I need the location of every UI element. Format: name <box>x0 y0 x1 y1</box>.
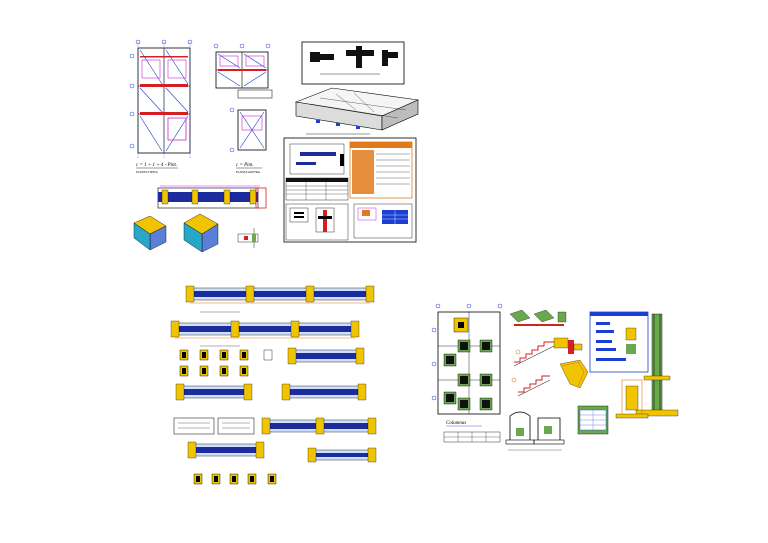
columns-title: Columnas <box>446 421 466 426</box>
beam-elevation-5 <box>281 383 367 401</box>
beam-sections-row-3 <box>193 473 277 485</box>
specification-sheet <box>283 137 417 243</box>
svg-text:PLANTA AZOTEA: PLANTA AZOTEA <box>236 170 260 174</box>
column-elevation <box>635 313 679 417</box>
beam-elevation-1 <box>185 285 375 304</box>
notes-box-2 <box>217 417 255 435</box>
floor-plan-b <box>213 43 273 99</box>
column-plan <box>431 303 503 415</box>
small-section-detail <box>237 228 259 248</box>
stair-landing-detail <box>568 340 583 354</box>
beam-sections-row-2 <box>179 365 249 377</box>
svg-text:c = Pint.: c = Pint. <box>236 163 254 168</box>
joint-detail-3d-left <box>133 215 167 251</box>
sheet-beam-elevations <box>170 285 377 485</box>
floor-plan-c: c = Pint. PLANTA AZOTEA <box>229 107 267 174</box>
beam-elevation-2 <box>170 320 360 339</box>
sheet-plans-and-details: c = 1 + 1 + 4 - Pint. PLANTA TIPICA c = … <box>129 39 420 253</box>
svg-text:c = 1 + 1 + 4 - Pint.: c = 1 + 1 + 4 - Pint. <box>136 163 177 168</box>
beam-elevation-6 <box>261 417 377 435</box>
column-schedule-table <box>443 431 501 443</box>
beam-elevation-7 <box>187 441 265 459</box>
connection-sections-box <box>301 41 405 85</box>
stair-section-1 <box>513 337 569 367</box>
stair-top-detail <box>509 309 567 326</box>
footing-detail <box>615 379 649 419</box>
foundation-section-2 <box>533 417 565 445</box>
joint-detail-3d-right <box>183 213 219 253</box>
rebar-table <box>577 405 609 435</box>
beam-elevation-8 <box>307 447 377 463</box>
svg-text:PLANTA TIPICA: PLANTA TIPICA <box>136 170 158 174</box>
beam-elevation-3 <box>287 347 365 365</box>
beam-detail-strip <box>157 185 267 209</box>
foundation-section-1 <box>505 411 535 445</box>
notes-box-1 <box>173 417 215 435</box>
sheet-columns-and-stairs: Columnas <box>431 303 679 451</box>
beam-elevation-4 <box>175 383 253 401</box>
floor-plan-a: c = 1 + 1 + 4 - Pint. PLANTA TIPICA <box>129 39 193 174</box>
stair-section-2 <box>511 359 589 397</box>
legend-box <box>589 311 649 373</box>
beam-sections-row-1 <box>179 349 273 361</box>
isometric-building-view <box>294 87 420 135</box>
